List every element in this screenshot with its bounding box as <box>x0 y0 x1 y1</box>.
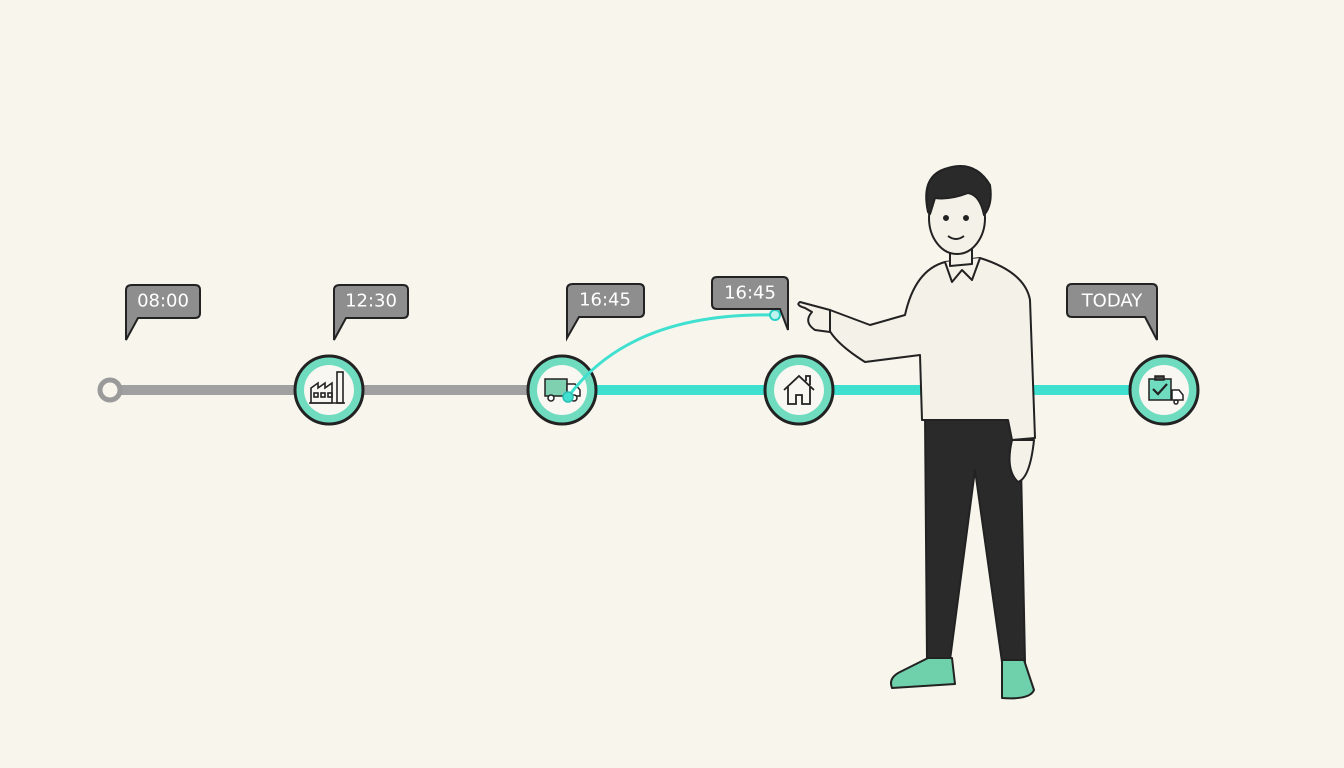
time-bubble-1645: 16:45 <box>566 283 645 342</box>
time-bubble-1645-pointed: 16:45 <box>711 276 789 331</box>
stop-node-factory[interactable] <box>293 354 365 426</box>
stop-node-house[interactable] <box>763 354 835 426</box>
house-icon <box>783 374 815 405</box>
factory-icon <box>309 371 345 404</box>
time-label: 08:00 <box>137 291 189 312</box>
person-illustration <box>797 165 1036 700</box>
time-label: 16:45 <box>579 290 631 311</box>
stop-node-delivered[interactable] <box>1128 354 1200 426</box>
time-label: 16:45 <box>724 283 776 304</box>
time-label: TODAY <box>1081 291 1144 312</box>
clipboard-check-truck-icon <box>1148 375 1184 405</box>
stop-node-truck[interactable] <box>526 354 598 426</box>
start-dot-icon[interactable] <box>97 377 123 403</box>
time-bubble-today: TODAY <box>1066 283 1158 341</box>
time-bubble-0800: 08:00 <box>125 284 201 341</box>
time-label: 12:30 <box>345 291 397 312</box>
time-bubble-1230: 12:30 <box>333 284 409 341</box>
route-arc <box>566 313 776 398</box>
